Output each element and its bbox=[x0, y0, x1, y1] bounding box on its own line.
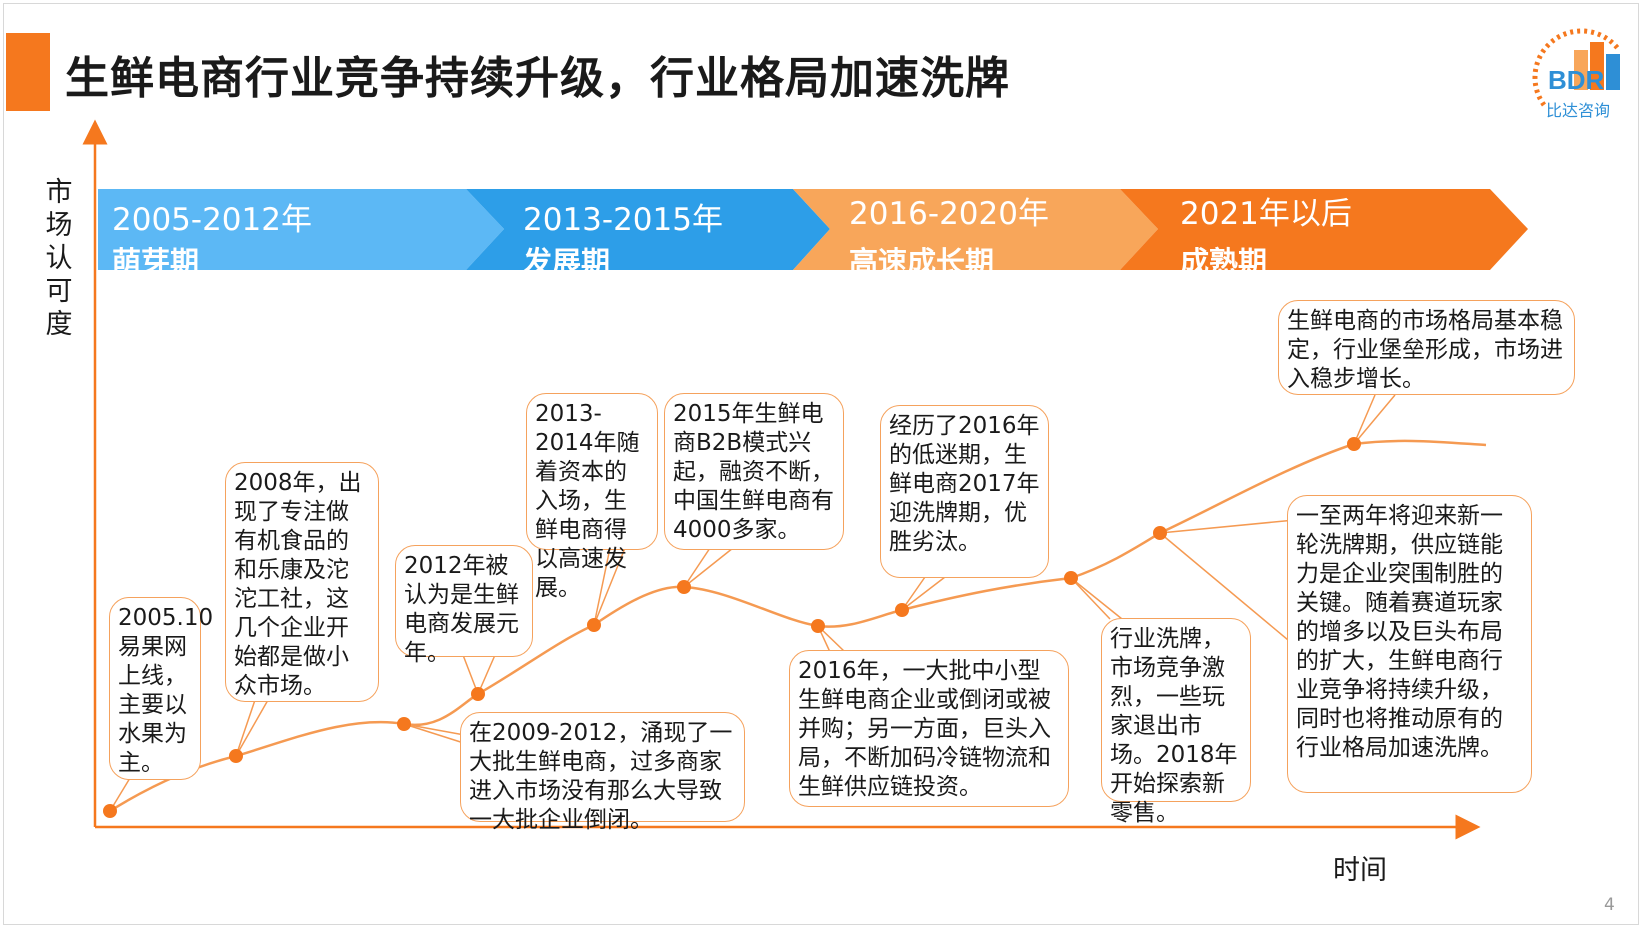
point-mature bbox=[1347, 437, 1361, 451]
phase-1-name: 萌芽期 bbox=[112, 245, 200, 279]
phase-4-label: 2021年以后 成熟期 bbox=[1180, 188, 1352, 281]
point-2009 bbox=[397, 717, 411, 731]
page-number: 4 bbox=[1604, 895, 1615, 915]
y-axis-label: 市场认可度 bbox=[45, 177, 73, 340]
phase-4-years: 2021年以后 bbox=[1180, 196, 1352, 232]
logo-text: BDR bbox=[1548, 65, 1605, 95]
bdr-logo-icon bbox=[1532, 28, 1622, 107]
point-2017 bbox=[895, 603, 909, 617]
callout-future: 一至两年将迎来新一轮洗牌期，供应链能力是企业突围制胜的关键。随着赛道玩家的增多以… bbox=[1287, 495, 1532, 793]
callout-2015: 2015年生鲜电商B2B模式兴起，融资不断，中国生鲜电商有4000多家。 bbox=[664, 393, 844, 550]
phase-4-name: 成熟期 bbox=[1180, 245, 1268, 279]
phase-chevron-3 bbox=[793, 189, 1158, 270]
phase-1-years: 2005-2012年 bbox=[112, 202, 312, 238]
phase-3-label: 2016-2020年 高速成长期 bbox=[849, 188, 1049, 281]
phase-2-years: 2013-2015年 bbox=[523, 202, 723, 238]
point-future bbox=[1153, 526, 1167, 540]
phase-3-name: 高速成长期 bbox=[849, 245, 995, 279]
callout-2017: 经历了2016年的低迷期，生鲜电商2017年迎洗牌期，优胜劣汰。 bbox=[880, 405, 1049, 578]
callout-mature: 生鲜电商的市场格局基本稳定，行业堡垒形成，市场进入稳步增长。 bbox=[1278, 300, 1575, 395]
phase-3-years: 2016-2020年 bbox=[849, 196, 1049, 232]
point-2018 bbox=[1064, 571, 1078, 585]
curve-points bbox=[103, 437, 1361, 818]
callout-2012: 2012年被认为是生鲜电商发展元年。 bbox=[395, 545, 533, 666]
point-2016 bbox=[811, 619, 825, 633]
growth-curve bbox=[109, 439, 1487, 813]
callout-2013-2014: 2013-2014年随着资本的入场，生鲜电商得以高速发展。 bbox=[526, 393, 658, 601]
phase-2-name: 发展期 bbox=[523, 245, 611, 279]
slide-frame bbox=[3, 3, 1639, 925]
point-2012 bbox=[471, 687, 485, 701]
x-axis-label: 时间 bbox=[1333, 855, 1387, 886]
point-2005 bbox=[103, 804, 117, 818]
page-title: 生鲜电商行业竞争持续升级，行业格局加速洗牌 bbox=[65, 53, 1010, 104]
callout-2005: 2005.10易果网上线，主要以水果为主。 bbox=[109, 597, 213, 780]
point-2008 bbox=[229, 749, 243, 763]
phase-2-label: 2013-2015年 发展期 bbox=[523, 194, 723, 281]
title-accent-bar bbox=[6, 33, 50, 111]
point-2013 bbox=[587, 618, 601, 632]
callout-2008: 2008年，出现了专注做有机食品的和乐康及沱沱工社，这几个企业开始都是做小众市场… bbox=[225, 462, 379, 702]
callout-2009-2012: 在2009-2012，涌现了一大批生鲜电商，过多商家进入市场没有那么大导致一大批… bbox=[460, 712, 745, 833]
logo-subtitle: 比达咨询 bbox=[1546, 101, 1611, 120]
point-2015 bbox=[677, 580, 691, 594]
callout-2018: 行业洗牌，市场竞争激烈，一些玩家退出市场。2018年开始探索新零售。 bbox=[1101, 618, 1251, 826]
phase-chevron-4 bbox=[1120, 189, 1528, 270]
callout-2016: 2016年，一大批中小型生鲜电商企业或倒闭或被并购；另一方面，巨头入局，不断加码… bbox=[789, 650, 1069, 807]
phase-chevron-1 bbox=[98, 189, 504, 270]
phase-chevron-2 bbox=[466, 189, 830, 270]
phase-1-label: 2005-2012年 萌芽期 bbox=[112, 194, 312, 281]
